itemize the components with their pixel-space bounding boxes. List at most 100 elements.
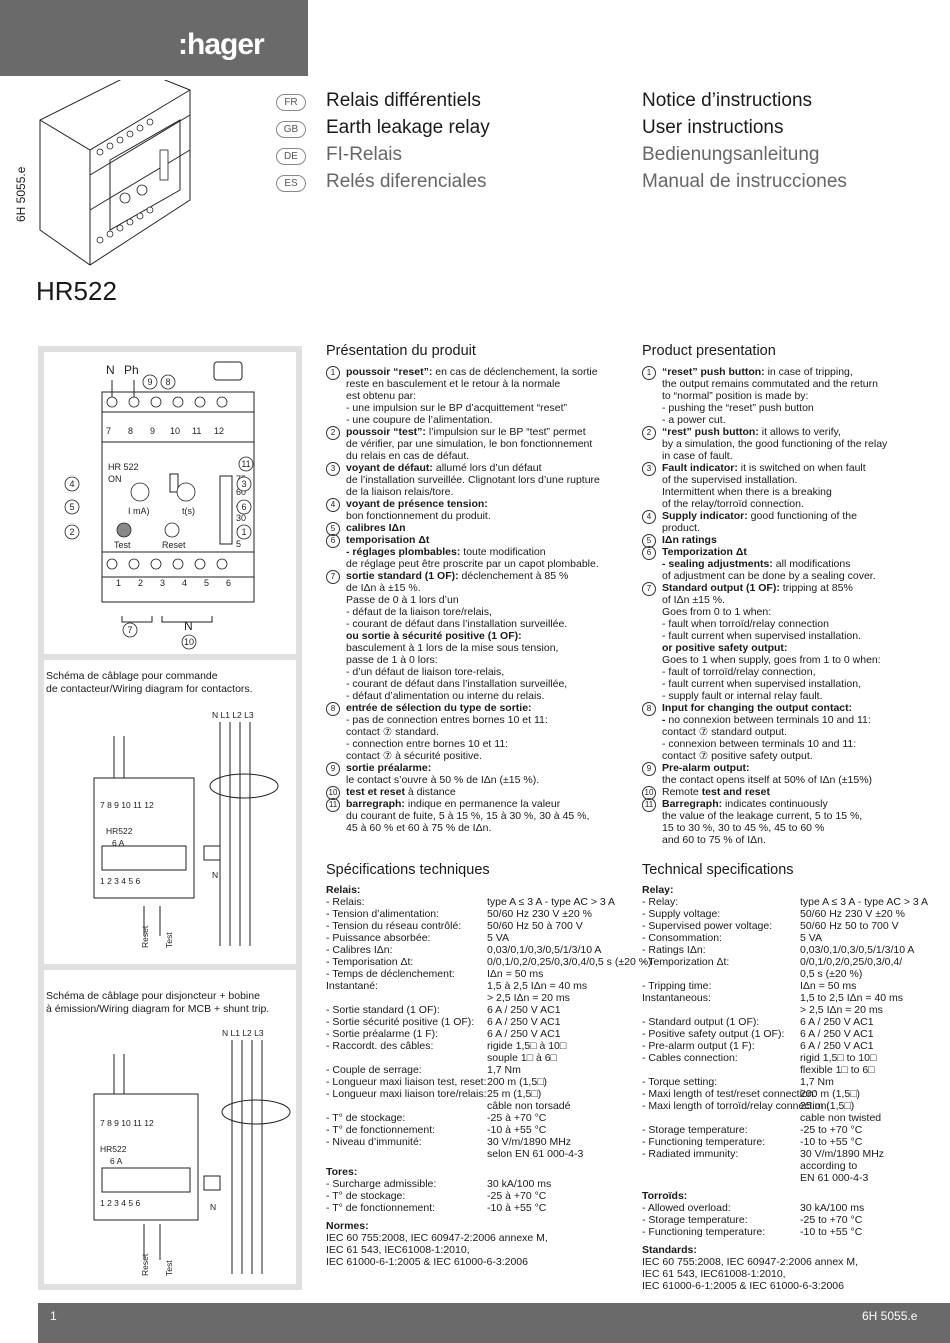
spec-key: - Standard output (1 OF): (642, 1016, 760, 1028)
callout-1: 1 (241, 527, 246, 537)
item-line: de la liaison relais/tore. (346, 486, 454, 498)
spec-row: - Consommation: 5 VA (642, 932, 942, 944)
item-line: - supply fault or internal relay fault. (662, 690, 823, 702)
spec-value: 30 kA/100 ms (800, 1202, 865, 1214)
spec-row: - Calibres IΔn:0,03/0,1/0,3/0,5/1/3/10 A (326, 944, 632, 956)
spec-row: - Niveau d’immunité:30 V/m/1890 MHz (326, 1136, 632, 1148)
item-number-badge: 8 (642, 702, 656, 716)
list-item: 1“reset” push button: in case of trippin… (642, 366, 942, 426)
item-number-badge: 6 (642, 546, 656, 560)
test-label: Test (164, 932, 174, 948)
spec-key: - T° de fonctionnement: (326, 1202, 436, 1214)
spec-key: - Couple de serrage: (326, 1064, 422, 1076)
terminals-bottom: 1 2 3 4 5 6 (100, 876, 140, 886)
lang-row-de: DE FI-Relais Bedienungsanleitung (276, 144, 916, 170)
spec-value: 5 VA (800, 932, 822, 944)
standard-line: IEC 60 755:2008, IEC 60947-2:2006 annex … (642, 1256, 858, 1268)
spec-value: 0/0,1/0,2/0,25/0,3/0,4/0,5 s (±20 %) (487, 956, 652, 968)
gb-specs: Relay:- Relay:type A ≤ 3 A - type AC > 3… (642, 884, 942, 1292)
spec-row: cable non twisted (642, 1112, 942, 1124)
terminal-label: 10 (170, 426, 180, 436)
bar-label: 5 (236, 539, 241, 549)
caption-line: Schéma de câblage pour commande (46, 670, 218, 682)
spec-key: - Sortie préalarme (1 F): (326, 1028, 439, 1040)
item-number-badge: 11 (326, 798, 340, 812)
lang-notice: Notice d’instructions (642, 90, 813, 111)
standard-line: IEC 61 543, IEC61008-1:2010, (326, 1244, 470, 1256)
spec-value: 5 VA (487, 932, 509, 944)
reset-label: Reset (140, 925, 150, 948)
item-line: de l’installation surveillée. Clignotant… (346, 474, 600, 486)
fr-specs: Relais:- Relais:type A ≤ 3 A - type AC >… (326, 884, 652, 1268)
standard-line: IEC 61000-6-1:2005 & IEC 61000-6-3:2006 (642, 1280, 844, 1292)
spec-row: - Allowed overload:30 kA/100 ms (642, 1202, 942, 1214)
item-line: - pas de connection entres bornes 10 et … (346, 714, 548, 726)
lang-badge: FR (276, 94, 306, 111)
spec-value: -10 à +55 °C (487, 1124, 547, 1136)
item-line: poussoir “test”: l’impulsion sur le BP “… (346, 426, 586, 438)
spec-value: 0/0,1/0,2/0,25/0,3/0,4/ (800, 956, 903, 968)
spec-key: - Consommation: (642, 932, 722, 944)
item-line: of adjustment can be done by a sealing c… (662, 570, 876, 582)
spec-value: rigid 1,5□ to 10□ (800, 1052, 877, 1064)
item-line: calibres IΔn (346, 522, 406, 534)
fr-spec-title: Spécifications techniques (326, 862, 490, 878)
lang-badge: DE (276, 148, 306, 165)
spec-key: Instantaneous: (642, 992, 711, 1004)
spec-row: - Surcharge admissible:30 kA/100 ms (326, 1178, 632, 1190)
spec-value: 6 A / 250 V AC1 (487, 1028, 561, 1040)
spec-value: IΔn = 50 ms (800, 980, 857, 992)
device-illustration (39, 80, 191, 266)
item-line: - connection entre bornes 10 et 11: (346, 738, 509, 750)
item-line: voyant de défaut: allumé lors d’un défau… (346, 462, 542, 474)
spec-group-title: Relay: (642, 884, 674, 896)
spec-value: rigide 1,5□ à 10□ (487, 1040, 567, 1052)
spec-key: - Longueur maxi liaison tore/relais: (326, 1088, 487, 1100)
phases-label: N L1 L2 L3 (212, 710, 254, 720)
spec-group-title: Normes: (326, 1220, 369, 1232)
item-number-badge: 6 (326, 534, 340, 548)
item-line: contact ⑦ standard output. (662, 726, 787, 738)
spec-value: 6 A / 250 V AC1 (800, 1028, 874, 1040)
spec-value: 25 m (1,5□) (800, 1100, 855, 1112)
page-number: 1 (50, 1309, 57, 1323)
terminal-label: 3 (160, 578, 165, 588)
item-line: 15 to 30 %, 30 to 45 %, 45 to 60 % (662, 822, 825, 834)
callout-6: 6 (241, 502, 246, 512)
terminal-label: 7 (106, 426, 111, 436)
item-line: - pushing the “reset” push button (662, 402, 814, 414)
spec-value: cable non twisted (800, 1112, 882, 1124)
item-line: “rest” push button: it allows to verify, (662, 426, 841, 438)
item-number-badge: 7 (642, 582, 656, 596)
item-line: temporisation Δt (346, 534, 430, 546)
spec-value: 6 A / 250 V AC1 (487, 1016, 561, 1028)
spec-group-title: Standards: (642, 1244, 697, 1256)
item-line: of the relay/torroïd connection. (662, 498, 804, 510)
spec-row: - Relais:type A ≤ 3 A - type AC > 3 A (326, 896, 632, 908)
fr-presentation-title: Présentation du produit (326, 343, 476, 359)
item-line: Barregraph: indicates continuously (662, 798, 828, 810)
spec-row: - Functioning temperature:-10 to +55 °C (642, 1136, 942, 1148)
terminal-label: 11 (192, 426, 201, 436)
item-line: - fault when torroïd/relay connection (662, 618, 829, 630)
item-line: Fault indicator: it is switched on when … (662, 462, 866, 474)
item-line: - réglages plombables: toute modificatio… (346, 546, 546, 558)
spec-key: - T° de stockage: (326, 1190, 406, 1202)
doc-code-vertical: 6H 5055.e (14, 166, 28, 222)
lang-notice: Bedienungsanleitung (642, 144, 820, 165)
spec-row: - Supply voltage:50/60 Hz 230 V ±20 % (642, 908, 942, 920)
spec-value: 50/60 Hz 230 V ±20 % (487, 908, 592, 920)
item-number-badge: 2 (642, 426, 656, 440)
item-line: poussoir “reset”: en cas de déclenchemen… (346, 366, 598, 378)
test-label: Test (164, 1260, 174, 1276)
list-item: 2 “rest” push button: it allows to verify… (642, 426, 942, 462)
wiring-contactor-panel: Schéma de câblage pour commande de conta… (38, 660, 302, 970)
item-line: Remote test and reset (662, 786, 770, 798)
footer-band (38, 1303, 950, 1343)
spec-row: - Torque setting:1,7 Nm (642, 1076, 942, 1088)
spec-value: 50/60 Hz 50 à 700 V (487, 920, 583, 932)
spec-key: - Tripping time: (642, 980, 712, 992)
item-line: de réglage peut être proscrite par un ca… (346, 558, 599, 570)
